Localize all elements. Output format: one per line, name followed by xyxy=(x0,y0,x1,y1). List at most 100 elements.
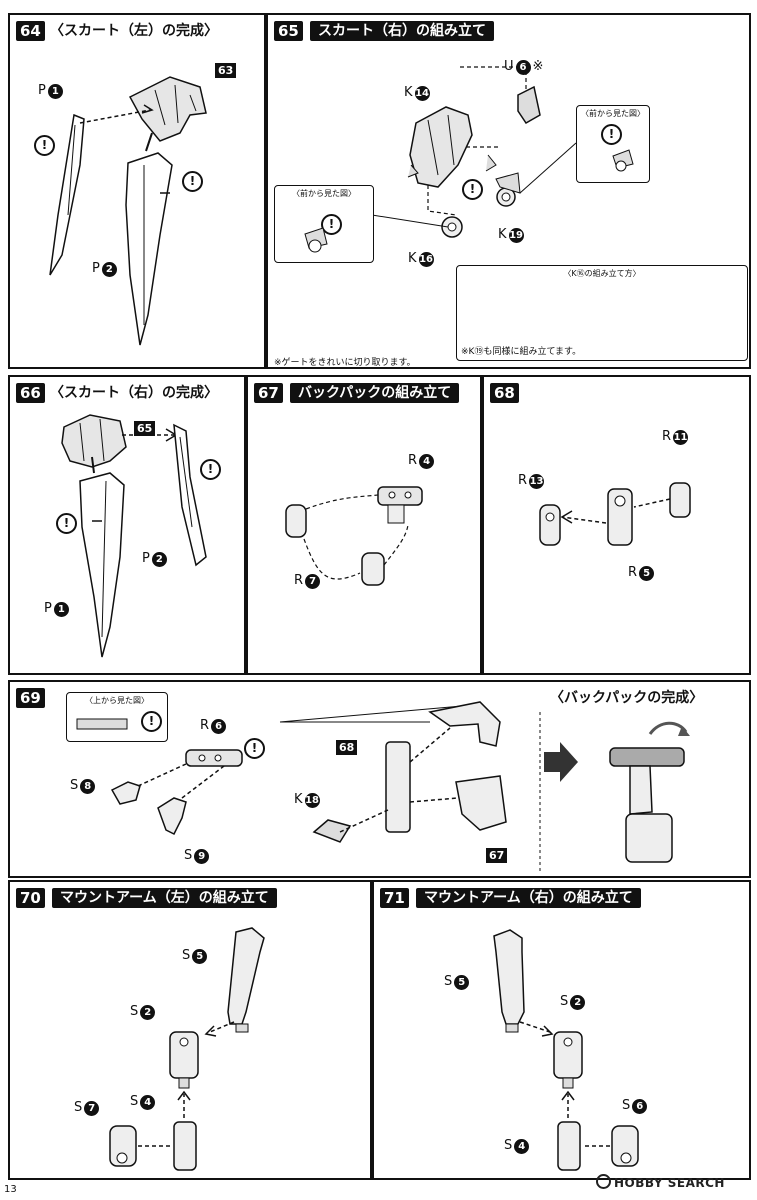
part-number-badge: 6 xyxy=(211,718,227,734)
part-number-badge: 4 xyxy=(419,453,435,469)
step-title: バックパックの組み立て xyxy=(290,383,460,403)
part-number-badge: 9 xyxy=(194,848,210,864)
step-number: 71 xyxy=(380,888,409,908)
skirt-assembly-drawing xyxy=(49,76,207,346)
part-number-badge: 5 xyxy=(192,948,208,964)
part-number-badge: 13 xyxy=(529,473,545,489)
backpack-assembly-drawing xyxy=(285,486,423,586)
part-number-badge: 1 xyxy=(53,601,69,617)
backpack-final-drawing xyxy=(110,701,690,872)
step-number: 66 xyxy=(16,383,45,403)
part-number-badge: 7 xyxy=(305,573,321,589)
caution-icon: ! xyxy=(200,459,221,480)
caution-icon: ! xyxy=(34,135,55,156)
assembly-method-callout: 〈K⑯の組み立て方〉 ※K⑲も同様に組み立てます。 xyxy=(456,265,748,361)
part-number-badge: 1 xyxy=(47,83,63,99)
part-number-badge: 4 xyxy=(140,1094,156,1110)
part-number-badge: 2 xyxy=(151,551,167,567)
part-ref-67: 67 xyxy=(486,848,508,863)
part-ref-63: 63 xyxy=(215,63,237,78)
step-number: 68 xyxy=(490,383,519,403)
part-number-badge: 16 xyxy=(418,251,434,267)
backpack-joint-drawing xyxy=(539,482,691,546)
part-number-badge: 18 xyxy=(304,792,320,808)
step-number: 65 xyxy=(274,21,303,41)
mount-arm-right-drawing xyxy=(493,929,639,1171)
part-number-badge: 6 xyxy=(632,1098,648,1114)
part-ref-68: 68 xyxy=(336,740,358,755)
gate-note: ※ゲートをきれいに切り取ります。 xyxy=(274,358,416,368)
caution-icon: ! xyxy=(321,214,342,235)
part-number-badge: 2 xyxy=(101,261,117,277)
caution-icon: ! xyxy=(56,513,77,534)
backpack-complete-title: 〈バックパックの完成〉 xyxy=(550,690,704,706)
k19-same-note: ※K⑲も同様に組み立てます。 xyxy=(461,347,582,357)
page-number: 13 xyxy=(4,1184,17,1195)
step-title: マウントアーム（左）の組み立て xyxy=(52,888,277,908)
step-number: 67 xyxy=(254,383,283,403)
step-title: 〈スカート（右）の完成〉 xyxy=(50,385,218,401)
part-number-badge: 4 xyxy=(514,1138,530,1154)
caution-icon: ! xyxy=(182,171,203,192)
part-ref-65: 65 xyxy=(134,421,156,436)
caution-icon: ! xyxy=(462,179,483,200)
front-view-callout: 〈前から見た図〉 ! xyxy=(576,105,650,183)
step-number: 70 xyxy=(16,888,45,908)
mount-arm-left-drawing xyxy=(109,927,265,1171)
skirt-right-complete-drawing xyxy=(61,414,207,658)
step-number: 64 xyxy=(16,21,45,41)
step-title: スカート（右）の組み立て xyxy=(310,21,494,41)
caution-icon: ! xyxy=(141,711,162,732)
part-number-badge: 5 xyxy=(454,974,470,990)
watermark-logo: HOBBY SEARCH xyxy=(596,1174,725,1190)
caution-icon: ! xyxy=(244,738,265,759)
part-number-badge: 19 xyxy=(508,227,524,243)
caution-icon: ! xyxy=(601,124,622,145)
part-number-badge: 2 xyxy=(570,994,586,1010)
step-title: 〈スカート（左）の完成〉 xyxy=(50,23,218,39)
step-number: 69 xyxy=(16,688,45,708)
part-number-badge: 5 xyxy=(639,565,655,581)
front-view-callout: 〈前から見た図〉 ! xyxy=(274,185,374,263)
part-number-badge: 2 xyxy=(140,1004,156,1020)
part-number-badge: 6 xyxy=(515,59,531,75)
part-number-badge: 8 xyxy=(80,778,96,794)
top-view-callout: 〈上から見た図〉 ! xyxy=(66,692,168,742)
step-title: マウントアーム（右）の組み立て xyxy=(416,888,641,908)
part-number-badge: 11 xyxy=(673,429,689,445)
logo-icon xyxy=(596,1174,611,1189)
